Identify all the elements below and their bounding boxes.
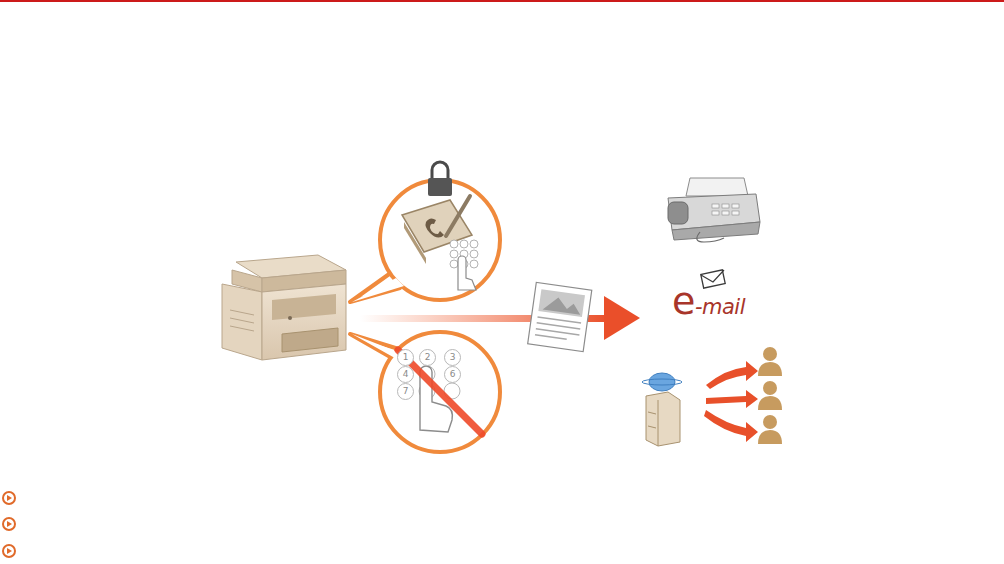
keypad-digit: 3 [444, 349, 461, 366]
keypad-digit: 6 [444, 366, 461, 383]
server-distribution-icon [642, 347, 782, 446]
no-manual-entry-bubble [350, 332, 500, 452]
address-book-bubble [350, 162, 500, 302]
keypad-digit: 7 [397, 383, 414, 400]
printer-icon [222, 255, 346, 360]
top-rule [0, 0, 1004, 2]
link-bullets [3, 492, 15, 557]
keypad-digit: 1 [397, 349, 414, 366]
send-arrowhead [604, 296, 640, 340]
keypad-digit: 2 [419, 349, 436, 366]
keypad-digit: 4 [397, 366, 414, 383]
document-icon [528, 282, 592, 351]
email-wordmark: e-mail [672, 282, 745, 320]
fax-icon [668, 178, 760, 242]
envelope-icon [701, 270, 725, 288]
